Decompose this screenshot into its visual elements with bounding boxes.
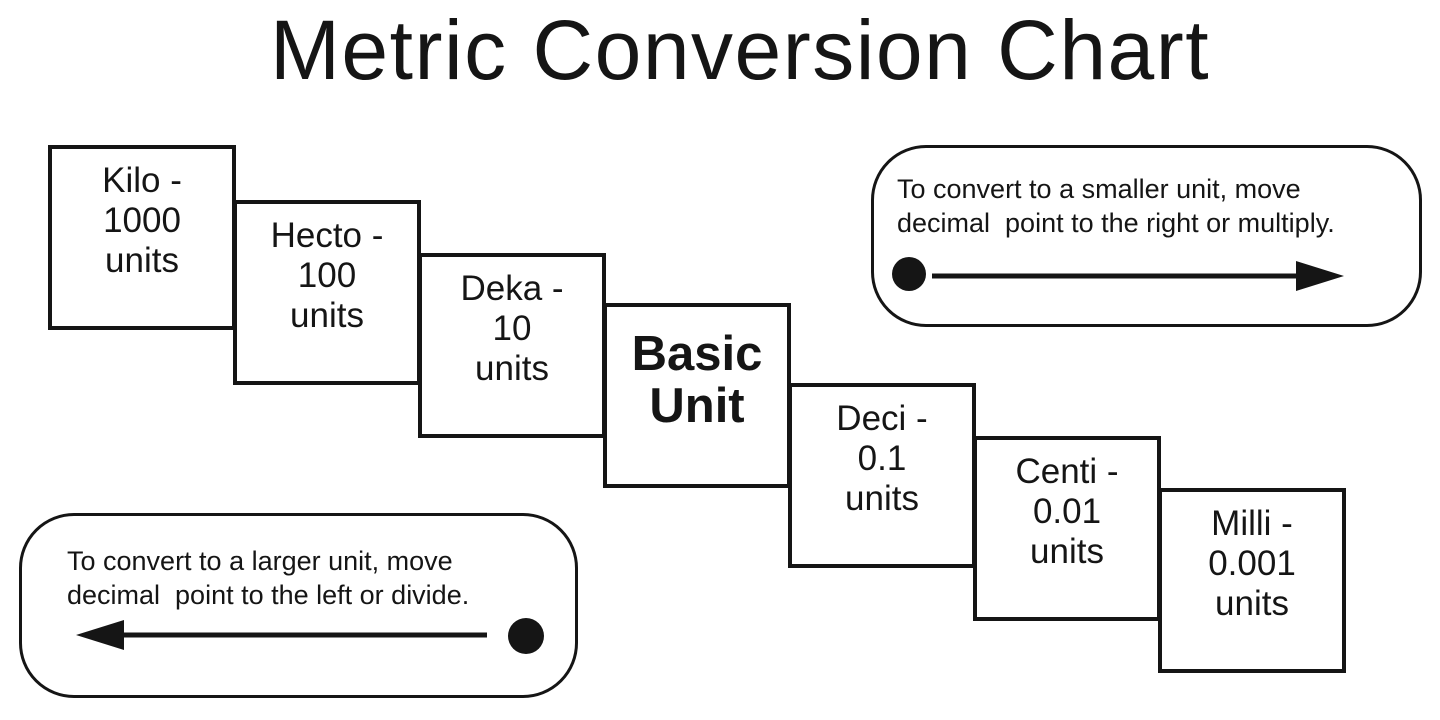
step-label-line: 1000 bbox=[103, 201, 181, 240]
step-label-line: Centi - bbox=[1015, 452, 1119, 491]
step-deka: Deka - 10 units bbox=[418, 253, 606, 438]
step-label-line: units bbox=[105, 241, 179, 280]
step-basic-unit: Basic Unit bbox=[603, 303, 791, 488]
step-label-line: units bbox=[290, 296, 364, 335]
step-label-line: 10 bbox=[492, 309, 532, 348]
step-label-line: 0.01 bbox=[1032, 492, 1102, 531]
step-centi: Centi - 0.01 units bbox=[973, 436, 1161, 621]
callout-smaller-text: To convert to a smaller unit, move decim… bbox=[897, 174, 1335, 238]
chart-title: Metric Conversion Chart bbox=[269, 3, 1211, 97]
step-label-line: 0.001 bbox=[1208, 544, 1296, 583]
step-deci: Deci - 0.1 units bbox=[788, 383, 976, 568]
step-label-line: units bbox=[1030, 532, 1104, 571]
step-label-line: 0.1 bbox=[857, 439, 907, 478]
decimal-point-dot-icon bbox=[892, 257, 926, 291]
step-label-line: units bbox=[475, 349, 549, 388]
left-arrow-icon bbox=[76, 618, 544, 654]
step-label-line: units bbox=[845, 479, 919, 518]
step-label-line: Deka - bbox=[460, 269, 564, 308]
step-label-line: Deci - bbox=[836, 399, 928, 438]
right-arrow-icon bbox=[892, 257, 1344, 291]
step-kilo: Kilo - 1000 units bbox=[48, 145, 236, 330]
step-milli: Milli - 0.001 units bbox=[1158, 488, 1346, 673]
callout-convert-larger: To convert to a larger unit, move decima… bbox=[19, 513, 578, 698]
decimal-point-dot-icon bbox=[508, 618, 544, 654]
step-label-line: Unit bbox=[649, 379, 745, 433]
step-label-line: units bbox=[1215, 584, 1289, 623]
step-label-line: Basic bbox=[631, 327, 763, 381]
step-label-line: Milli - bbox=[1211, 504, 1293, 543]
callout-convert-smaller: To convert to a smaller unit, move decim… bbox=[871, 145, 1422, 327]
callout-larger-text: To convert to a larger unit, move decima… bbox=[67, 546, 470, 610]
step-label-line: Hecto - bbox=[270, 216, 384, 255]
step-hecto: Hecto - 100 units bbox=[233, 200, 421, 385]
step-label-line: 100 bbox=[297, 256, 357, 295]
step-label-line: Kilo - bbox=[102, 161, 182, 200]
